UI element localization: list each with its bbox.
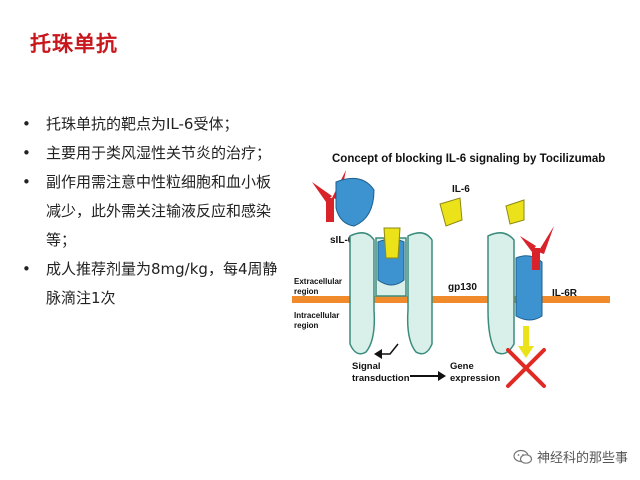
il6r-antibody-complex-right — [487, 226, 554, 355]
label-sil6r: sIL-6R — [330, 235, 361, 246]
label-il6r: IL-6R — [552, 288, 578, 299]
watermark: 神经科的那些事 — [513, 447, 628, 466]
label-gene-2: expression — [450, 373, 500, 384]
label-intracellular-1: Intracellular — [294, 311, 339, 320]
bullet-dot: • — [22, 144, 31, 162]
label-signal-2: transduction — [352, 373, 410, 384]
bullet-item: •副作用需注意中性粒细胞和血小板减少，此外需关注输液反应和感染等； — [20, 168, 282, 255]
gp130-complex-left — [349, 227, 433, 355]
label-intracellular-2: region — [294, 321, 319, 330]
wechat-icon — [513, 449, 533, 464]
bullet-item: •成人推荐剂量为8mg/kg，每4周静脉滴注1次 — [20, 255, 282, 313]
il6-ligand — [439, 197, 463, 227]
bullet-item: •托珠单抗的靶点为IL-6受体； — [20, 110, 282, 139]
soluble-il6r-antibody — [312, 170, 375, 227]
cell-membrane — [292, 296, 610, 303]
label-extracellular-2: region — [294, 287, 319, 296]
figure-title: Concept of blocking IL-6 signaling by To… — [332, 153, 605, 165]
signal-arrow-head — [374, 349, 382, 359]
il6-signaling-figure: Concept of blocking IL-6 signaling by To… — [292, 140, 610, 410]
label-extracellular-1: Extracellular — [294, 277, 342, 286]
bullet-dot: • — [22, 115, 31, 133]
block-x-icon — [506, 348, 546, 388]
bullet-dot: • — [22, 173, 31, 191]
label-signal-1: Signal — [352, 361, 381, 372]
label-gp130: gp130 — [448, 282, 477, 293]
bullet-dot: • — [22, 260, 31, 278]
label-gene-1: Gene — [450, 361, 474, 372]
bullet-list: •托珠单抗的靶点为IL-6受体； •主要用于类风湿性关节炎的治疗； •副作用需注… — [20, 110, 282, 313]
il6-ligand-right — [505, 199, 525, 225]
gene-arrow-head — [438, 371, 446, 381]
label-il6: IL-6 — [452, 184, 470, 195]
watermark-text: 神经科的那些事 — [536, 451, 628, 466]
il6-diagram: Concept of blocking IL-6 signaling by To… — [292, 153, 610, 388]
bullet-item: •主要用于类风湿性关节炎的治疗； — [20, 139, 282, 168]
slide-title: 托珠单抗 — [30, 32, 118, 56]
